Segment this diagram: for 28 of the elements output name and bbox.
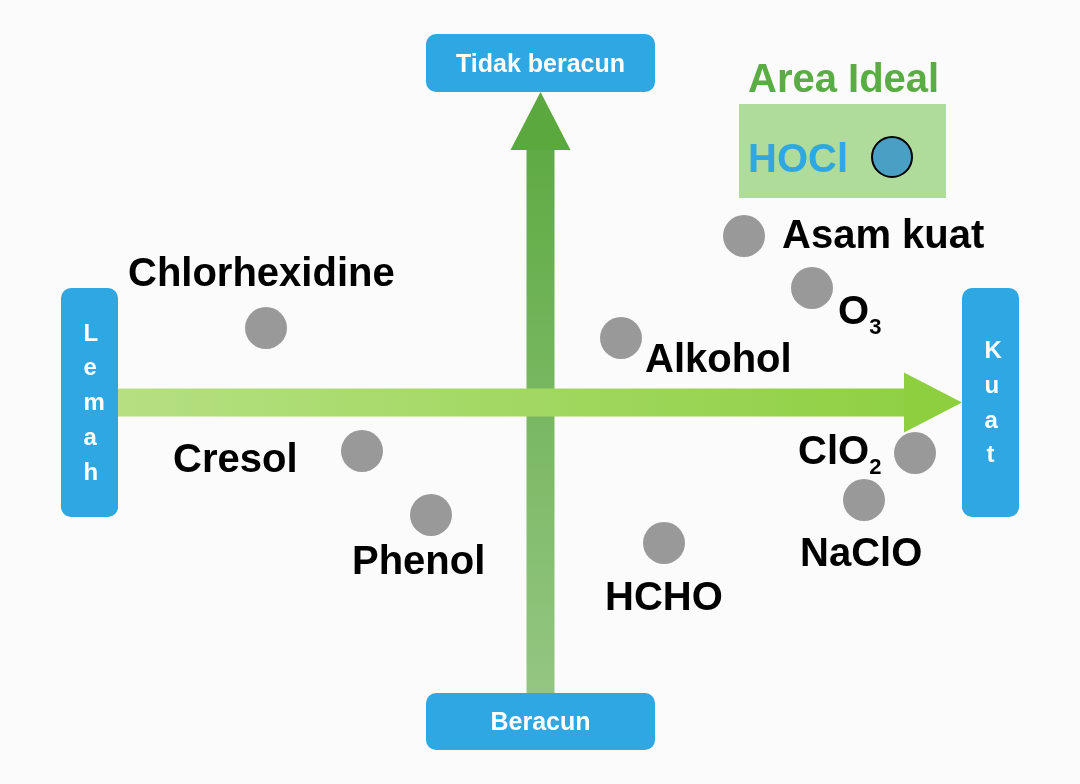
data-point: [245, 307, 287, 349]
ideal-area-box: [739, 104, 946, 198]
axis-label-box: Beracun: [426, 693, 655, 750]
point-label: ClO$_{2}$: [798, 430, 882, 478]
point-label: HOCl: [748, 138, 848, 178]
data-point: [341, 430, 383, 472]
data-point: [723, 215, 765, 257]
point-label: Cresol: [173, 438, 298, 478]
data-point: [871, 136, 913, 178]
data-point: [843, 479, 885, 521]
point-label: Asam kuat: [782, 214, 985, 254]
area-heading: Area Ideal: [748, 58, 940, 98]
axis-label-box: Lemah: [61, 288, 118, 517]
data-point: [791, 267, 833, 309]
point-label: Phenol: [352, 540, 486, 580]
axis-arrow: [510, 92, 571, 693]
data-point: [600, 317, 642, 359]
data-point: [894, 432, 936, 474]
point-label: Chlorhexidine: [128, 252, 395, 292]
data-point: [410, 494, 452, 536]
axis-arrow: [118, 372, 962, 433]
data-point: [643, 522, 685, 564]
axis-label-box: Tidak beracun: [426, 34, 655, 92]
point-label: HCHO: [605, 576, 723, 616]
axis-label-box: Kuat: [962, 288, 1019, 517]
point-label: O$_{3}$: [838, 290, 882, 338]
point-label: Alkohol: [645, 338, 792, 378]
point-label: NaClO: [800, 532, 923, 572]
